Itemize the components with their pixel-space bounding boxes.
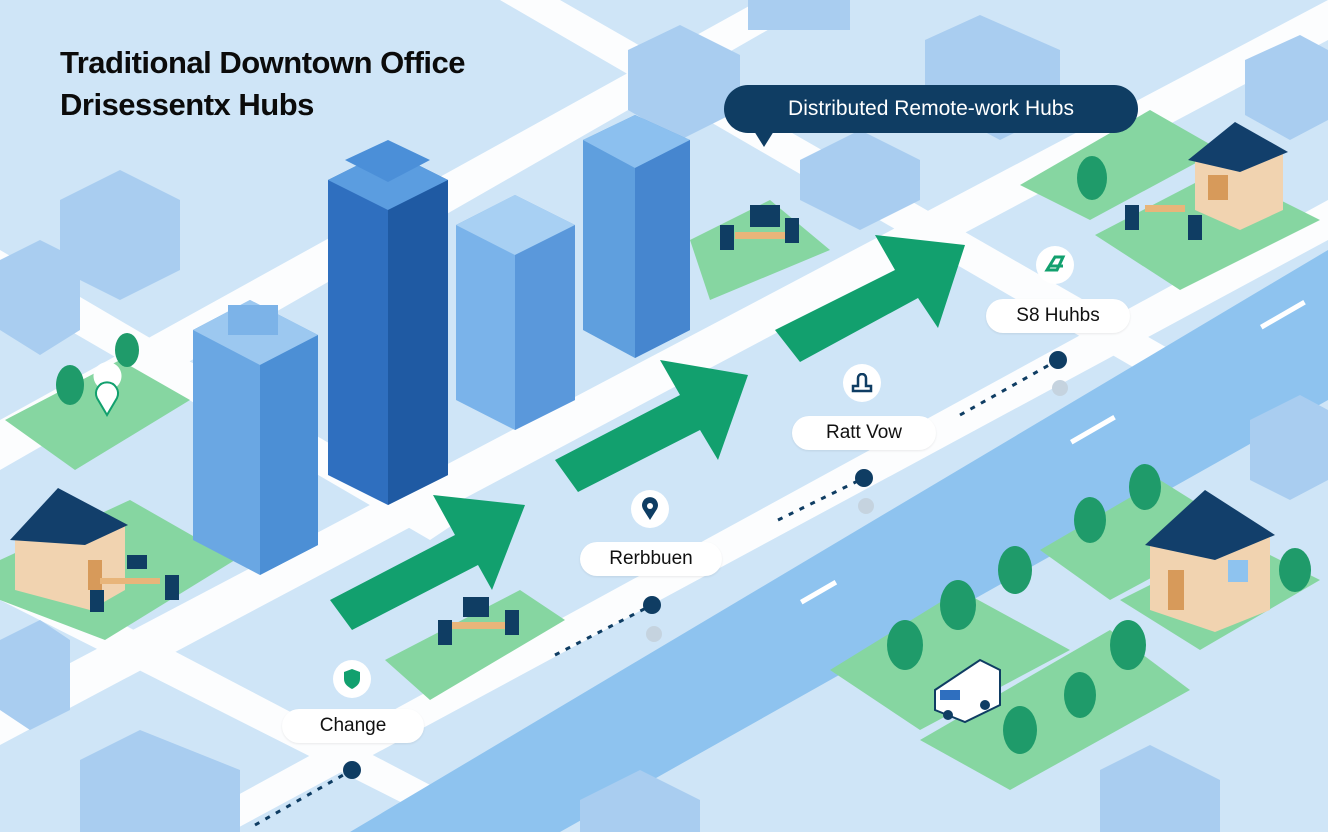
label-s8-hubs: S8 Huhbs [986,299,1130,333]
label-ratt-vow: Ratt Vow [792,416,936,450]
remote-hubs-callout: Distributed Remote-work Hubs [724,85,1138,147]
page-title: Traditional Downtown Office Drisessentx … [60,42,466,126]
office-tower-left [193,300,318,575]
house-left [10,488,128,610]
label-change: Change [282,709,424,743]
office-tower-middle [456,195,575,430]
title-line-2: Drisessentx Hubs [60,87,314,122]
location-pin-icon [631,490,669,528]
bus [934,658,1001,724]
hub-icon [1036,246,1074,284]
label-rerbbuen: Rerbbuen [580,542,722,576]
growth-arrows [330,235,965,630]
house-top-right [1188,122,1288,230]
map-pin-icon [93,362,122,417]
trees [56,156,1311,754]
workstations [90,205,1202,645]
river [350,250,1328,832]
house-bottom-right [1145,490,1275,632]
person-icon [843,364,881,402]
title-line-1: Traditional Downtown Office [60,45,466,80]
route-nodes [343,351,1068,779]
river-markings [799,300,1306,605]
shield-icon [333,660,371,698]
route-path [254,358,1059,827]
office-tower-right [583,115,690,358]
office-tower-main [328,140,448,505]
